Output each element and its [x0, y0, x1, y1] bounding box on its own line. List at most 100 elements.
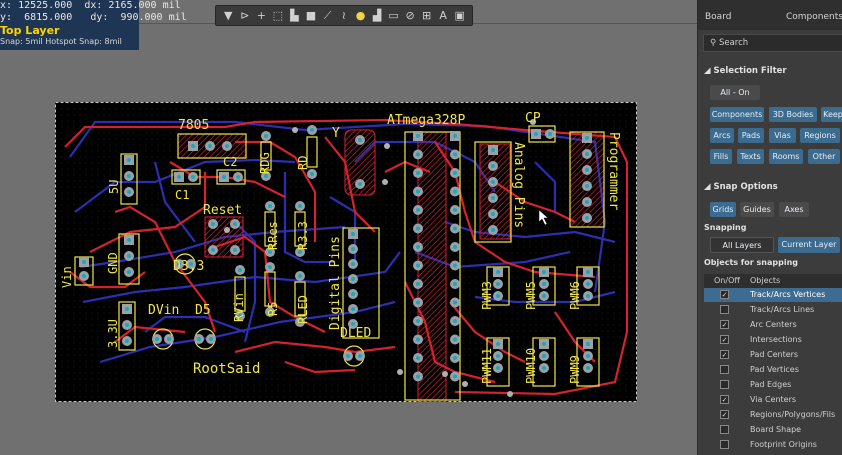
component-icon[interactable]: ■	[305, 8, 317, 22]
snap-object-row[interactable]: Track/Arcs Lines	[704, 303, 842, 317]
programmer-header-body[interactable]	[569, 131, 605, 228]
layer-icon[interactable]: ▣	[454, 8, 465, 22]
snap-object-row[interactable]: Board Shape	[704, 423, 842, 437]
snap-object-checkbox[interactable]: ✓	[720, 350, 729, 359]
pad-hole	[491, 164, 495, 168]
pad-hole	[125, 323, 129, 327]
tab-components[interactable]: Components (an	[786, 12, 842, 22]
filter-pads-button[interactable]: Pads	[738, 128, 764, 143]
snap-guides-button[interactable]: Guides	[740, 202, 774, 217]
filter-fills-button[interactable]: Fills	[710, 149, 732, 164]
snap-object-label: Footprint Origins	[750, 440, 817, 449]
filter-icon[interactable]: ▼	[224, 8, 233, 22]
snap-object-row[interactable]: ✓Intersections	[704, 333, 842, 347]
pcb-workspace[interactable]: x: 12525.000 dx: 2165.000 mil y: 6815.00…	[0, 0, 697, 455]
snap-object-label: Track/Arcs Lines	[750, 305, 815, 314]
bulb-icon[interactable]: ●	[355, 8, 366, 22]
text-icon[interactable]: A	[439, 8, 447, 22]
snap-object-row[interactable]: Pad Edges	[704, 378, 842, 392]
pad-hole	[298, 320, 302, 324]
pad-hole	[125, 339, 129, 343]
snap-object-row[interactable]: Pad Vertices	[704, 363, 842, 377]
snap-object-checkbox[interactable]	[720, 425, 729, 434]
pad-hole	[209, 337, 213, 341]
via[interactable]	[292, 127, 298, 133]
snap-object-row[interactable]: Footprint Origins	[704, 438, 842, 452]
pad-hole	[542, 366, 546, 370]
pad-hole	[82, 260, 86, 264]
interactive-route-icon[interactable]: ⟋	[323, 8, 332, 22]
snap-object-row[interactable]: ✓Arc Centers	[704, 318, 842, 332]
snap-object-checkbox[interactable]: ✓	[720, 290, 729, 299]
tab-board[interactable]: Board	[705, 12, 732, 22]
snap-object-row[interactable]: ✓Via Centers	[704, 393, 842, 407]
label-atmega: ATmega328P	[387, 113, 465, 128]
pad-hole	[416, 374, 420, 379]
snap-object-checkbox[interactable]	[720, 440, 729, 449]
via[interactable]	[442, 371, 448, 377]
selection-filter-header[interactable]: ◢ Selection Filter	[704, 66, 787, 76]
pad-hole	[233, 222, 237, 226]
snap-object-checkbox[interactable]: ✓	[720, 395, 729, 404]
diff-pair-icon[interactable]: ≀	[341, 8, 347, 22]
filter-keepouts-button[interactable]: Keep	[821, 107, 842, 122]
crystal-body[interactable]	[344, 129, 376, 196]
snap-object-checkbox[interactable]: ✓	[720, 320, 729, 329]
pad-hole	[585, 136, 589, 140]
via[interactable]	[397, 369, 403, 375]
all-layers-button[interactable]: All Layers	[710, 237, 774, 253]
all-on-button[interactable]: All - On	[710, 85, 760, 100]
pcb-board[interactable]: 7805 C1 C2 RDG RD Y ATmega328P CP Progra…	[55, 102, 637, 402]
pad-hole	[453, 208, 457, 212]
via[interactable]	[384, 143, 390, 149]
snap-grids-button[interactable]: Grids	[710, 202, 736, 217]
pad-hole	[453, 245, 457, 249]
keepout-icon[interactable]: ⊘	[405, 8, 415, 22]
snap-axes-button[interactable]: Axes	[779, 202, 809, 217]
snap-object-checkbox[interactable]	[720, 365, 729, 374]
route-icon[interactable]: ⊳	[240, 8, 250, 22]
filter-rooms-button[interactable]: Rooms	[769, 149, 803, 164]
snap-object-checkbox[interactable]	[720, 305, 729, 314]
pad-hole	[586, 342, 590, 346]
filter-3d-bodies-button[interactable]: 3D Bodies	[769, 107, 817, 122]
current-layer-button[interactable]: Current Layer	[778, 237, 840, 253]
snap-object-row[interactable]: ✓Regions/Polygons/Fils	[704, 408, 842, 422]
pad-hole	[453, 319, 457, 323]
snap-object-row[interactable]: ✓Track/Arcs Vertices	[704, 288, 842, 302]
filter-texts-button[interactable]: Texts	[737, 149, 764, 164]
label-r5: R5	[266, 302, 280, 316]
snap-object-checkbox[interactable]: ✓	[720, 335, 729, 344]
plus-icon[interactable]: +	[256, 8, 266, 22]
label-rres: RRes	[266, 221, 280, 250]
pad-hole	[310, 128, 314, 132]
select-rect-icon[interactable]: ⬚	[272, 8, 284, 22]
region-icon[interactable]: ▭	[388, 8, 399, 22]
pad-hole	[453, 226, 457, 231]
filter-regions-button[interactable]: Regions	[800, 128, 840, 143]
via[interactable]	[224, 227, 230, 233]
via[interactable]	[530, 119, 536, 125]
filter-arcs-button[interactable]: Arcs	[710, 128, 734, 143]
filter-other-button[interactable]: Other	[808, 149, 840, 164]
filter-components-button[interactable]: Components	[710, 107, 764, 122]
filter-vias-button[interactable]: Vias	[769, 128, 796, 143]
current-layer-label: Top Layer	[0, 24, 60, 37]
fill-icon[interactable]: ▟	[372, 8, 382, 22]
snap-options-header[interactable]: ◢ Snap Options	[704, 182, 778, 192]
dimension-icon[interactable]: ⊞	[422, 8, 432, 22]
col-onoff: On/Off	[714, 276, 740, 285]
snap-object-checkbox[interactable]: ✓	[720, 410, 729, 419]
snap-object-row[interactable]: ✓Pad Centers	[704, 348, 842, 362]
search-input[interactable]: ⚲ Search	[703, 34, 842, 52]
mouse-cursor-icon	[538, 209, 549, 226]
analog-header-body[interactable]	[479, 143, 511, 240]
pad-hole	[453, 374, 457, 379]
via[interactable]	[462, 381, 468, 387]
snap-object-checkbox[interactable]	[720, 380, 729, 389]
via[interactable]	[382, 179, 388, 185]
via[interactable]	[507, 391, 513, 397]
snap-object-label: Pad Edges	[750, 380, 792, 389]
chart-icon[interactable]: ▙	[290, 8, 299, 22]
label-reset: Reset	[203, 203, 242, 218]
